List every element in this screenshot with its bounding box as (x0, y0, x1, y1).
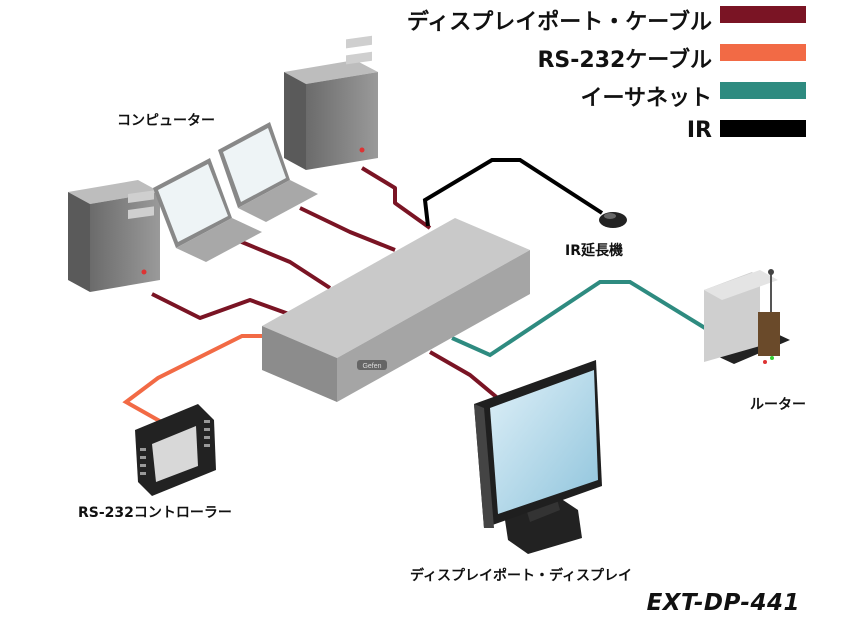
brand-plate-text: Gefen (362, 363, 381, 370)
rs232-controller-device (135, 404, 216, 496)
dp-cable-tower-left (151, 292, 301, 320)
dp-cable-laptop-left (231, 236, 332, 290)
dp-cable-laptop-right (299, 206, 396, 252)
legend-label-displayport-cable: ディスプレイポート・ケーブル (406, 10, 712, 35)
legend-swatch-ir (720, 120, 806, 137)
label-computers: コンピューター (117, 113, 215, 129)
legend-label-rs232-cable: RS-232ケーブル (537, 48, 712, 73)
laptop-left (153, 158, 262, 262)
legend-label-ir: IR (686, 118, 712, 143)
tower-computer-top (284, 35, 378, 170)
legend-swatch-ethernet (720, 82, 806, 99)
label-router: ルーター (750, 397, 806, 413)
ethernet-cable (451, 280, 707, 358)
legend-label-ethernet: イーサネット (580, 86, 712, 111)
model-name: EXT-DP-441 (646, 590, 800, 616)
dp-cables (151, 166, 502, 402)
dp-cable-tower-top (360, 166, 432, 230)
label-rs232-controller: RS-232コントローラー (78, 505, 232, 521)
ir-cable (422, 158, 604, 227)
rs232-cable (122, 334, 262, 426)
label-dp-display: ディスプレイポート・ディスプレイ (410, 568, 633, 584)
ir-extender-device (599, 212, 627, 228)
router-device (704, 269, 790, 364)
legend-swatch-rs232-cable (720, 44, 806, 61)
laptop-right (218, 122, 318, 222)
label-ir-extender: IR延長機 (565, 243, 623, 259)
legend-swatch-displayport-cable (720, 6, 806, 23)
dp-display-device (474, 360, 602, 554)
tower-computer-left (68, 180, 160, 292)
dp-cable-display (429, 350, 502, 402)
ext-dp-441-unit: Gefen (262, 218, 530, 402)
